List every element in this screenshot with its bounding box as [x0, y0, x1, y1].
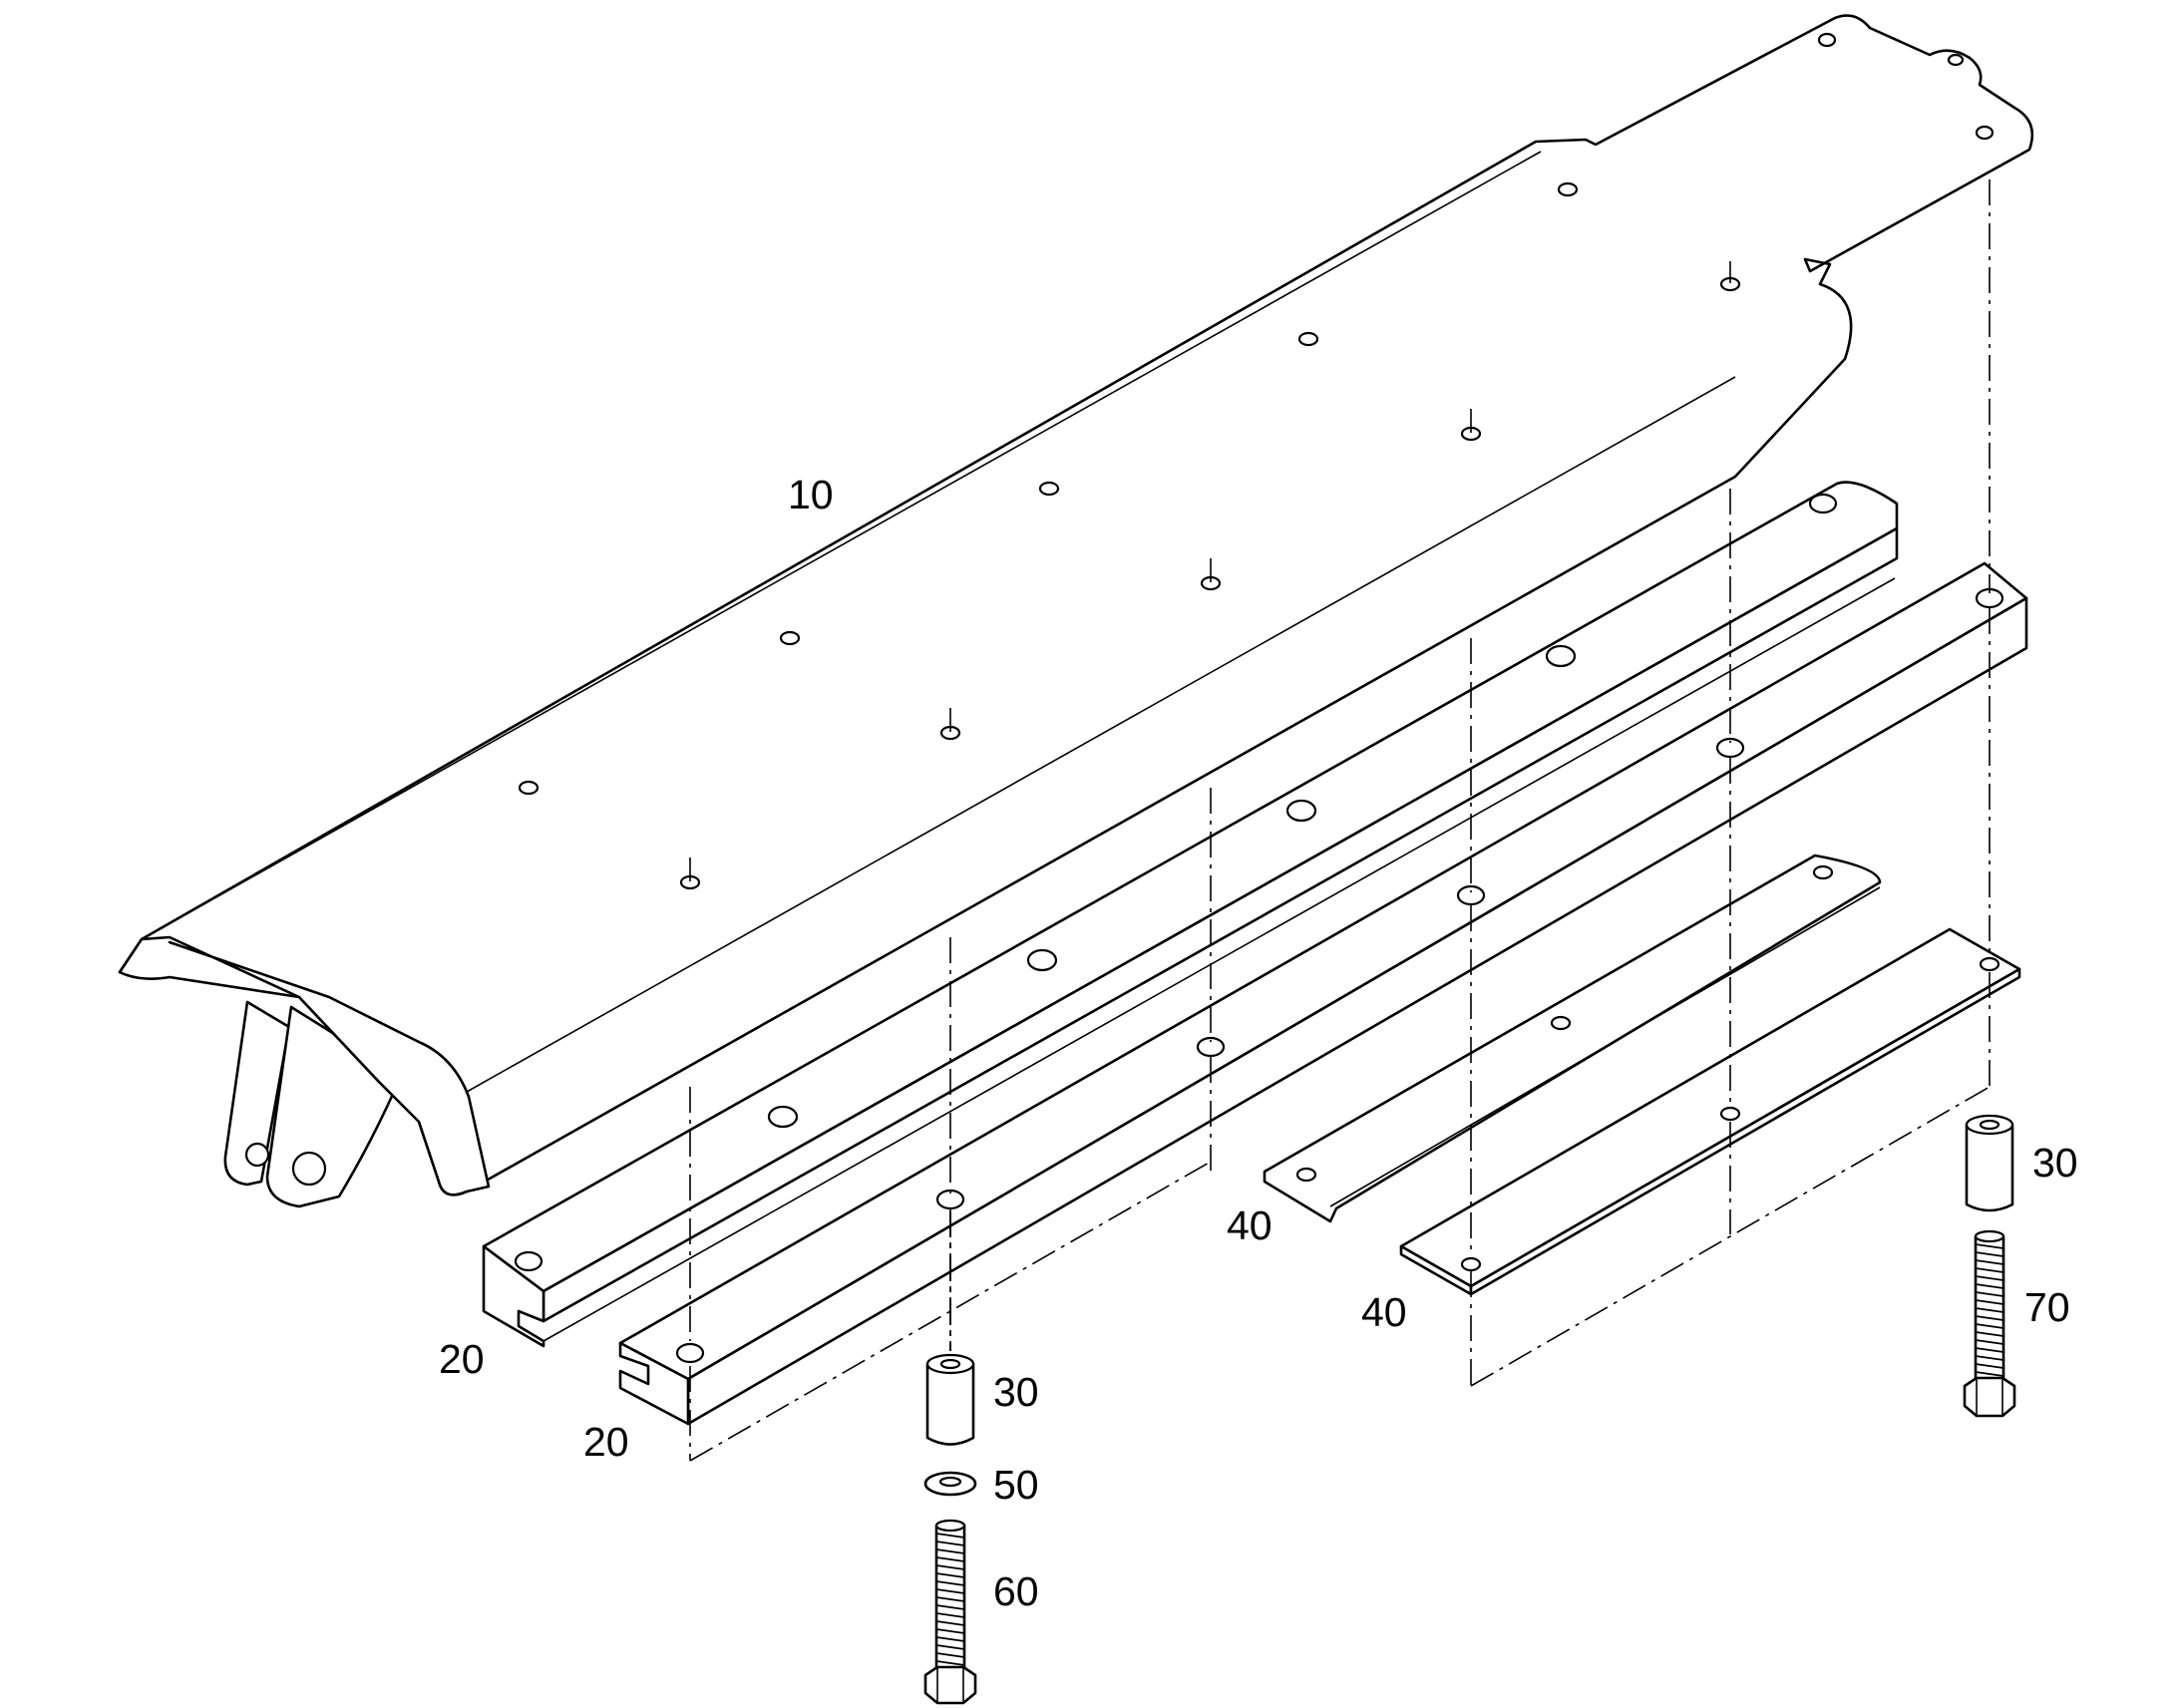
part-10-bracket [118, 14, 2034, 1208]
rail-hole [1715, 737, 1745, 759]
hinge-lug-front-hole [291, 1151, 327, 1187]
part-30-spacer-right [1965, 1114, 2014, 1212]
callout-10: 10 [788, 472, 834, 517]
bolt-thread [1975, 1283, 2004, 1289]
rail-hole [1285, 799, 1317, 823]
rail-hole [1545, 644, 1577, 668]
callout-40-rear: 40 [1227, 1202, 1272, 1248]
part-40-shim-front [1399, 927, 2021, 1296]
plate-hole [779, 630, 801, 646]
bolt-thread [935, 1580, 965, 1586]
rail-hole [767, 1105, 799, 1129]
plate-pin-holes [679, 261, 1741, 890]
part-20-rail-rear [482, 481, 1899, 1348]
plate-hole [1947, 53, 1965, 67]
bolt-thread [1975, 1307, 2004, 1313]
plate-hole [1297, 331, 1319, 347]
callout-60: 60 [993, 1568, 1039, 1614]
bolt-thread [1975, 1243, 2004, 1249]
bolt-thread [1975, 1267, 2004, 1273]
bolt-thread [1975, 1323, 2004, 1329]
rail-hole [1456, 884, 1486, 906]
bolt-thread [1975, 1315, 2004, 1321]
bolt-thread [1975, 1275, 2004, 1281]
rail-hole [675, 1342, 705, 1364]
part-30-spacer-left [925, 1353, 975, 1446]
callout-70: 70 [2024, 1284, 2070, 1330]
plate-hole [1817, 32, 1837, 48]
bolt-thread [1975, 1291, 2004, 1297]
bolt-thread [1975, 1371, 2004, 1377]
plate-hole [1557, 181, 1579, 197]
rail-rear-top [482, 481, 1899, 1293]
bolt-thread [935, 1564, 965, 1570]
part-70-bolt [1963, 1229, 2016, 1418]
bolt-thread [935, 1533, 965, 1538]
bolt-thread [935, 1588, 965, 1594]
callout-20-front: 20 [583, 1419, 629, 1465]
plate-hole [518, 780, 540, 796]
rail-hole [1196, 1036, 1226, 1058]
bolt-thread [1975, 1259, 2004, 1265]
bolt-thread [935, 1540, 965, 1546]
rail-hole [1808, 493, 1838, 514]
bolt-thread [935, 1644, 965, 1650]
bolt-thread [935, 1548, 965, 1554]
callout-40-front: 40 [1361, 1289, 1407, 1335]
bolt-thread [935, 1596, 965, 1602]
callout-20-rear: 20 [439, 1336, 485, 1382]
bolt-thread [1975, 1251, 2004, 1257]
hinge-lug-rear [223, 1000, 291, 1187]
bolt-thread [935, 1604, 965, 1610]
hinge-lug-rear-hole [244, 1142, 270, 1168]
bracket-front-lip [118, 935, 491, 1196]
rail-hole [514, 1250, 544, 1272]
bolt-thread [1975, 1339, 2004, 1345]
bolt-thread [935, 1636, 965, 1642]
bolt-thread [935, 1612, 965, 1618]
bolt-thread [1975, 1347, 2004, 1353]
bolt-thread [1975, 1355, 2004, 1361]
part-40-shim-rear [1263, 854, 1882, 1223]
part-20-rail-front [618, 561, 2028, 1426]
rail-rear-end [482, 1244, 545, 1348]
bolt-thread [1975, 1363, 2004, 1369]
bolt-thread [1975, 1331, 2004, 1337]
bolt-thread [935, 1652, 965, 1658]
rail-hole [1026, 948, 1058, 972]
callout-30-left: 30 [993, 1369, 1039, 1415]
part-50-washer [923, 1471, 977, 1497]
bolt-thread [935, 1556, 965, 1562]
plate-hole [1975, 125, 1995, 141]
rail-front-end [618, 1341, 690, 1426]
bolt-thread [935, 1660, 965, 1666]
bolt-thread [935, 1620, 965, 1626]
bolt-thread [935, 1572, 965, 1578]
part-60-bolt [923, 1519, 977, 1705]
bolt-thread [1975, 1299, 2004, 1305]
plate-hole [1038, 481, 1060, 497]
assembly-centerlines [689, 179, 1991, 1462]
callout-30-right: 30 [2032, 1140, 2078, 1186]
bolt-thread [935, 1628, 965, 1634]
callout-50: 50 [993, 1462, 1039, 1508]
